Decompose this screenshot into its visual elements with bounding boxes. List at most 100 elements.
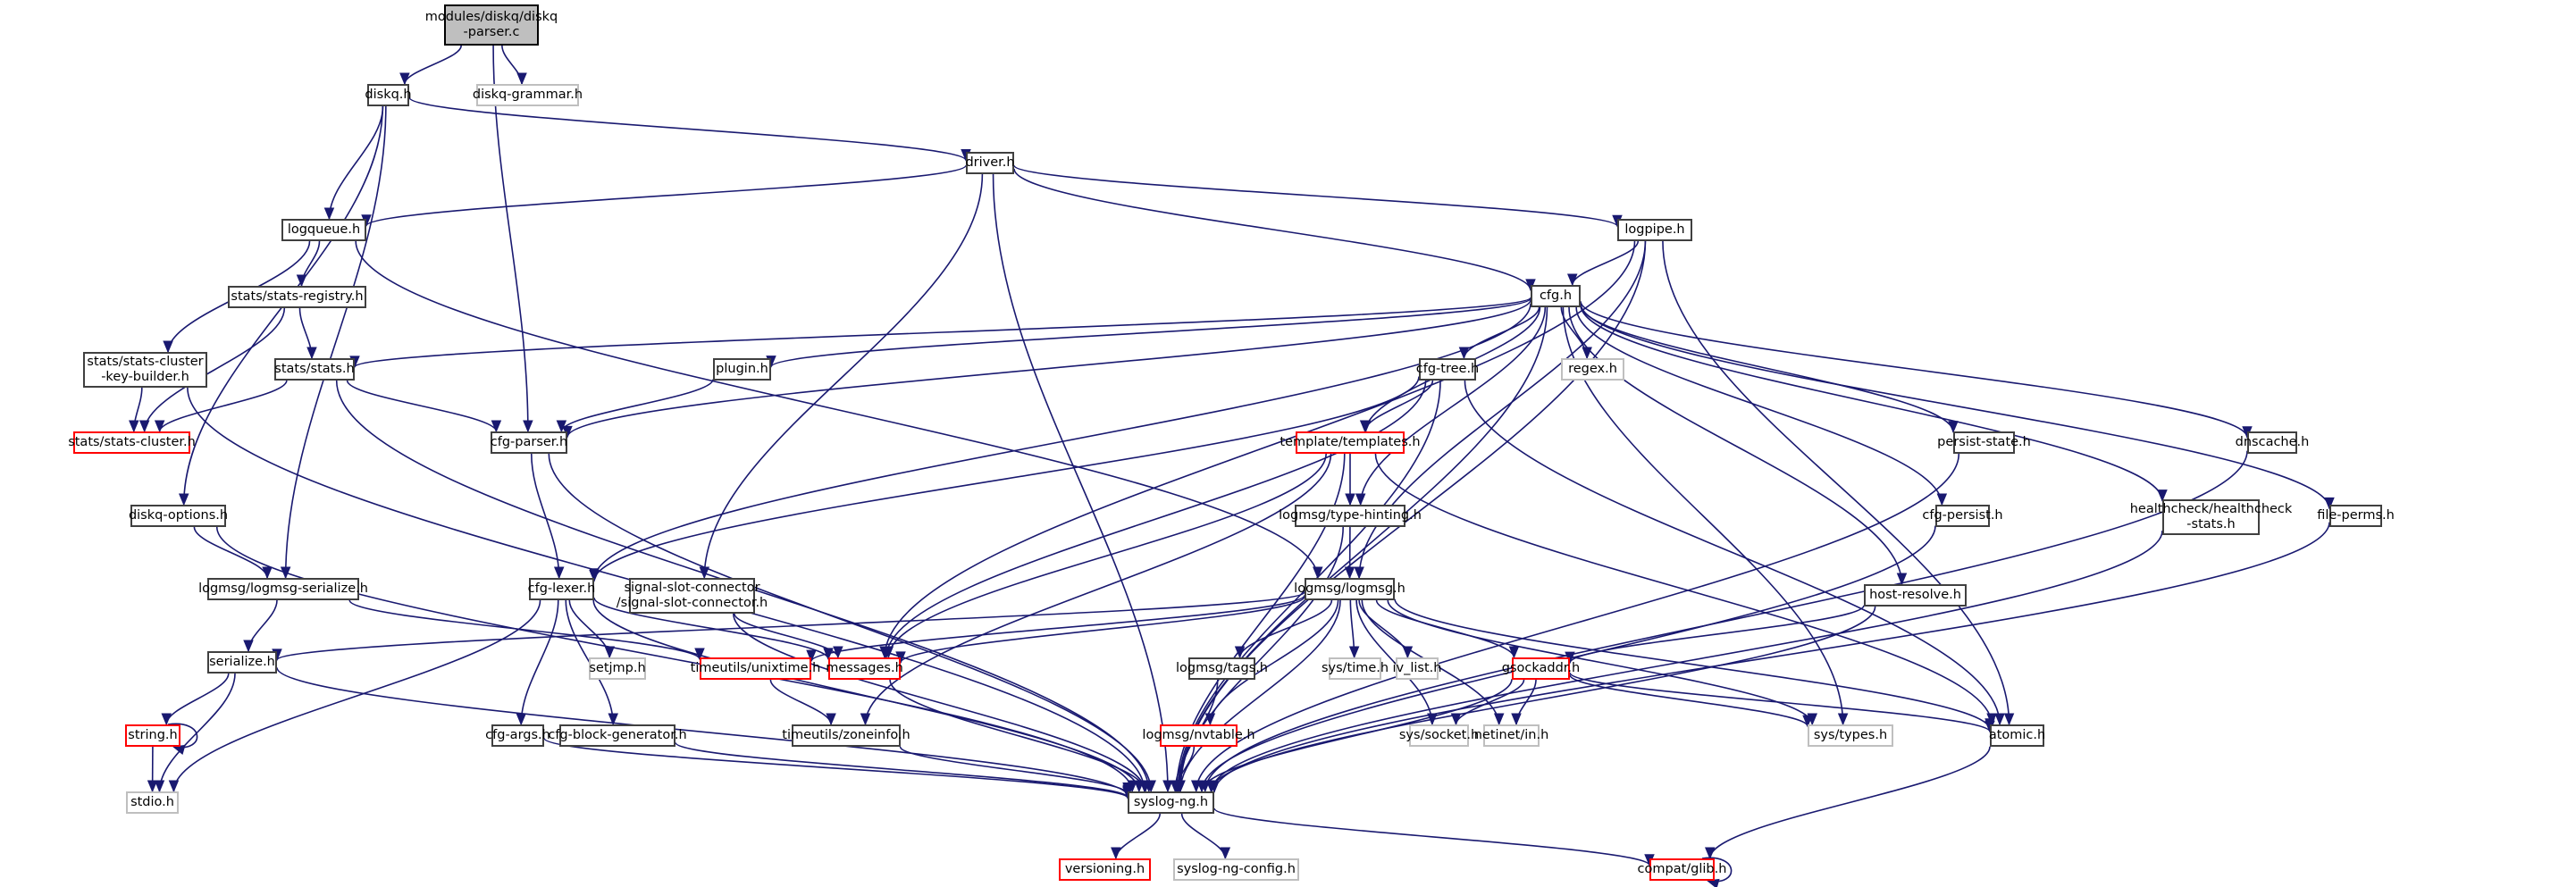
node-timeutils-unixtime-h[interactable]: timeutils/unixtime.h	[691, 657, 820, 680]
node-messages-h[interactable]: messages.h	[826, 657, 903, 680]
edge-host-resolve-h-to-gsockaddr-h	[1569, 605, 1865, 664]
node-sys-time-h[interactable]: sys/time.h	[1322, 657, 1389, 680]
edge-string-h-to-stdio-h-arrowhead	[147, 780, 158, 793]
edge-logmsg-logmsg-h-to-logmsg-tags-h	[1238, 599, 1333, 658]
edge-logpipe-h-to-cfg-h	[1571, 240, 1640, 286]
node-compat-glib-h[interactable]: compat/glib.h	[1638, 858, 1726, 881]
node-logmsg-nvtable-h[interactable]: logmsg/nvtable.h	[1142, 724, 1255, 747]
node-sys-socket-h[interactable]: sys/socket.h	[1399, 724, 1479, 747]
node-cfg-persist-h[interactable]: cfg-persist.h	[1922, 505, 2003, 527]
edge-cfg-h-to-stats-h	[354, 297, 1531, 368]
node-logmsg-serialize-h[interactable]: logmsg/logmsg-serialize.h	[198, 578, 368, 600]
node-diskq-grammar-h[interactable]: diskq-grammar.h	[473, 84, 583, 106]
node-timeutils-zoneinfo-h[interactable]: timeutils/zoneinfo.h	[782, 724, 910, 747]
edge-serialize-h-to-stdio-h-arrowhead	[154, 780, 165, 793]
edge-signal-slot-connector-h-to-syslog-ng-h	[733, 613, 1146, 792]
edge-root-to-diskq-grammar-h	[501, 45, 523, 85]
node-sys-types-h[interactable]: sys/types.h	[1808, 724, 1893, 747]
node-stdio-h[interactable]: stdio.h	[126, 791, 179, 814]
edge-driver-h-to-logpipe-h	[1013, 164, 1618, 227]
edge-timeutils-zoneinfo-h-to-syslog-ng-h	[899, 746, 1129, 794]
edge-logpipe-h-to-messages-h	[884, 240, 1636, 658]
node-setjmp-h[interactable]: setjmp.h	[589, 657, 646, 680]
edge-diskq-h-to-logqueue-h	[328, 105, 384, 220]
node-stats-h[interactable]: stats/stats.h	[274, 358, 355, 381]
edge-diskq-options-h-to-logmsg-serialize-h-arrowhead	[262, 566, 273, 580]
edge-logqueue-h-to-stats-registry-h-arrowhead	[296, 274, 307, 288]
edge-cfg-h-to-syslog-ng-h	[1179, 306, 1548, 792]
node-diskq-h[interactable]: diskq.h	[365, 84, 412, 106]
edge-gsockaddr-h-to-syslog-ng-h-arrowhead	[1196, 780, 1207, 793]
edge-cfg-h-to-cfg-lexer-h	[593, 303, 1531, 580]
edge-cfg-lexer-h-to-cfg-block-generator-h-arrowhead	[608, 713, 618, 726]
edge-cfg-tree-h-to-cfg-lexer-h-arrowhead	[589, 569, 600, 582]
node-cfg-tree-h[interactable]: cfg-tree.h	[1416, 358, 1479, 381]
node-cfg-parser-h[interactable]: cfg-parser.h	[491, 431, 567, 454]
edge-logmsg-logmsg-h-to-atomic-h	[1394, 598, 1991, 730]
edge-logmsg-logmsg-h-to-sys-socket-h	[1355, 599, 1433, 725]
node-atomic-h[interactable]: atomic.h	[1989, 724, 2045, 747]
node-host-resolve-h[interactable]: host-resolve.h	[1864, 584, 1967, 607]
edge-host-resolve-h-to-syslog-ng-h	[1210, 606, 1876, 792]
edge-gsockaddr-h-to-sys-types-h	[1569, 674, 1808, 727]
node-dnscache-h[interactable]: dnscache.h	[2236, 431, 2309, 454]
node-cfg-lexer-h[interactable]: cfg-lexer.h	[528, 578, 595, 600]
node-cfg-h[interactable]: cfg.h	[1531, 285, 1581, 307]
edge-stats-h-to-stats-cluster-h	[158, 380, 288, 432]
node-logmsg-type-hinting-h[interactable]: logmsg/type-hinting.h	[1279, 505, 1422, 527]
node-regex-h[interactable]: regex.h	[1561, 358, 1624, 381]
node-gsockaddr-h[interactable]: gsockaddr.h	[1502, 657, 1580, 680]
edge-serialize-h-to-stdio-h	[158, 673, 236, 792]
node-syslog-ng-config-h[interactable]: syslog-ng-config.h	[1173, 858, 1299, 881]
node-logmsg-tags-h[interactable]: logmsg/tags.h	[1176, 657, 1268, 680]
edge-cfg-h-to-dnscache-h	[1580, 301, 2248, 438]
edge-stats-h-to-cfg-parser-h-arrowhead	[491, 420, 502, 433]
edge-cfg-h-to-persist-state-h	[1580, 304, 1954, 432]
edge-cfg-h-to-healthcheck-stats-h	[1580, 304, 2163, 501]
node-stats-cluster-key-builder-h[interactable]: stats/stats-cluster -key-builder.h	[83, 352, 207, 388]
edge-gsockaddr-h-to-sys-socket-h-arrowhead	[1450, 713, 1462, 726]
edge-stats-registry-h-to-stats-h-arrowhead	[306, 347, 317, 360]
edge-template-templates-h-to-messages-h	[887, 453, 1327, 658]
edge-logmsg-logmsg-h-to-timeutils-unixtime-h	[810, 594, 1305, 662]
edge-stats-registry-h-to-stats-cluster-h	[143, 307, 286, 432]
node-logqueue-h[interactable]: logqueue.h	[281, 219, 366, 241]
node-signal-slot-connector-h[interactable]: signal-slot-connector /signal-slot-conne…	[617, 578, 768, 614]
node-netinet-in-h[interactable]: netinet/in.h	[1474, 724, 1548, 747]
node-healthcheck-stats-h[interactable]: healthcheck/healthcheck -stats.h	[2130, 499, 2292, 535]
edge-logmsg-logmsg-h-to-sys-time-h-arrowhead	[1348, 646, 1360, 659]
node-syslog-ng-h[interactable]: syslog-ng.h	[1128, 791, 1214, 814]
edge-template-templates-h-to-timeutils-zoneinfo-h-arrowhead	[860, 713, 871, 726]
edge-logmsg-logmsg-h-to-netinet-in-h-arrowhead	[1493, 713, 1505, 726]
node-stats-registry-h[interactable]: stats/stats-registry.h	[228, 286, 366, 308]
edge-driver-h-to-logqueue-h	[365, 164, 967, 227]
node-plugin-h[interactable]: plugin.h	[713, 358, 771, 381]
node-string-h[interactable]: string.h	[125, 724, 180, 747]
node-logpipe-h[interactable]: logpipe.h	[1617, 219, 1692, 241]
node-diskq-options-h[interactable]: diskq-options.h	[129, 505, 228, 527]
node-logmsg-logmsg-h[interactable]: logmsg/logmsg.h	[1294, 578, 1405, 600]
node-driver-h[interactable]: driver.h	[965, 152, 1015, 174]
node-cfg-args-h[interactable]: cfg-args.h	[485, 724, 550, 747]
node-iv-list-h[interactable]: iv_list.h	[1393, 657, 1441, 680]
edge-logmsg-serialize-h-to-serialize-h	[248, 599, 278, 652]
node-serialize-h[interactable]: serialize.h	[207, 651, 277, 674]
edge-cfg-block-generator-h-to-syslog-ng-h	[675, 741, 1129, 799]
node-versioning-h[interactable]: versioning.h	[1059, 858, 1151, 881]
edge-driver-h-to-cfg-h-arrowhead	[1525, 279, 1536, 292]
edge-logqueue-h-to-stats-cluster-key-builder-h-arrowhead	[163, 340, 173, 354]
node-template-templates-h[interactable]: template/templates.h	[1280, 431, 1421, 454]
edge-template-templates-h-to-atomic-h	[1374, 453, 1993, 725]
edge-serialize-h-to-string-h-arrowhead	[161, 713, 172, 726]
edge-cfg-parser-h-to-cfg-lexer-h-arrowhead	[553, 566, 565, 580]
node-file-perms-h[interactable]: file-perms.h	[2317, 505, 2395, 527]
edge-serialize-h-to-string-h	[165, 673, 230, 725]
edge-cfg-h-to-file-perms-h-arrowhead	[2324, 497, 2335, 510]
node-cfg-block-generator-h[interactable]: cfg-block-generator.h	[548, 724, 687, 747]
node-stats-cluster-h[interactable]: stats/stats-cluster.h	[68, 431, 196, 454]
edge-diskq-h-to-logqueue-h-arrowhead	[323, 207, 335, 221]
node-persist-state-h[interactable]: persist-state.h	[1937, 431, 2031, 454]
edge-cfg-h-to-logmsg-type-hinting-h	[1359, 306, 1547, 506]
edge-root-to-diskq-h	[404, 45, 462, 85]
